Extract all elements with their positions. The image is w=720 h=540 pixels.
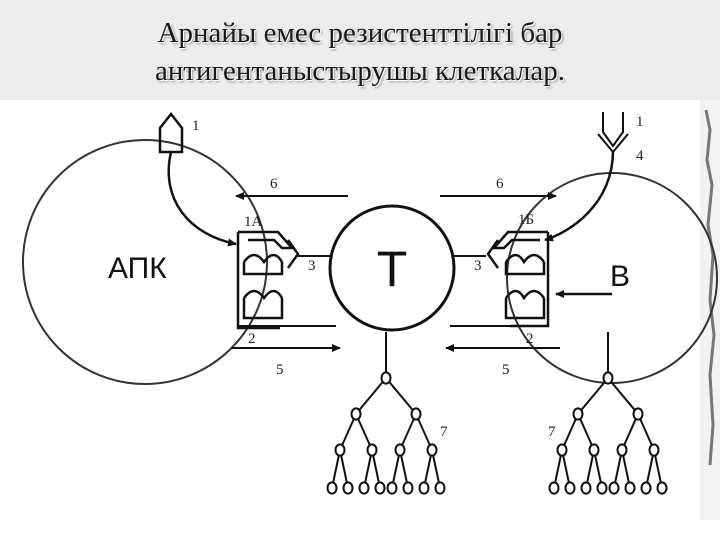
clone-cell-node bbox=[374, 481, 386, 495]
receptor-b-icon bbox=[486, 230, 550, 328]
clone-cell-node bbox=[426, 443, 438, 457]
clone-cell-node bbox=[410, 407, 422, 421]
label-clone-b: 7 bbox=[548, 424, 556, 440]
clone-branch bbox=[355, 413, 373, 451]
clone-branch bbox=[561, 413, 579, 451]
receptor-apc-icon bbox=[236, 230, 300, 330]
clone-branch bbox=[339, 413, 357, 451]
slide-title: Арнайы емес резистенттілігі бар антигент… bbox=[0, 14, 720, 90]
label-signal-2-right: 2 bbox=[526, 331, 534, 347]
clone-branch bbox=[577, 377, 609, 415]
label-antigen-b: 1 bbox=[636, 114, 644, 130]
clone-cell-node bbox=[648, 443, 660, 457]
clone-branch bbox=[399, 413, 417, 451]
label-antigen-apc: 1 bbox=[192, 118, 200, 134]
clone-branch bbox=[637, 413, 655, 451]
clone-cell-node bbox=[624, 481, 636, 495]
clone-cell-node bbox=[640, 481, 652, 495]
antigen-b-icon bbox=[544, 112, 629, 242]
antigen-apc-icon bbox=[158, 111, 237, 247]
clone-cell-node bbox=[608, 481, 620, 495]
clone-branch bbox=[385, 377, 417, 415]
label-signal-6-left: 6 bbox=[270, 176, 278, 192]
clone-cell-node bbox=[602, 371, 614, 385]
clone-cell-node bbox=[358, 481, 370, 495]
clone-cell-node bbox=[632, 407, 644, 421]
clone-cell-node bbox=[556, 443, 568, 457]
clone-cell-node bbox=[334, 443, 346, 457]
t-cell-label: Т bbox=[377, 241, 408, 297]
b-cell-clone-tree bbox=[548, 332, 668, 495]
clone-cell-node bbox=[386, 481, 398, 495]
clone-branch bbox=[355, 377, 387, 415]
clone-branch bbox=[577, 413, 595, 451]
label-signal-5-right: 5 bbox=[502, 362, 510, 378]
clone-cell-node bbox=[548, 481, 560, 495]
clone-cell-node bbox=[418, 481, 430, 495]
scan-edge-stroke bbox=[704, 109, 716, 466]
clone-cell-node bbox=[572, 407, 584, 421]
b-cell-label: В bbox=[610, 260, 630, 293]
clone-branch bbox=[621, 413, 639, 451]
clone-cell-node bbox=[580, 481, 592, 495]
clone-cell-node bbox=[380, 371, 392, 385]
clone-cell-node bbox=[588, 443, 600, 457]
clone-cell-node bbox=[564, 481, 576, 495]
label-receptor-apc: 1А bbox=[244, 214, 263, 230]
clone-cell-node bbox=[656, 481, 668, 495]
slide-title-line-2: антигентаныстырушы клеткалар. bbox=[154, 55, 566, 87]
clone-cell-node bbox=[326, 481, 338, 495]
label-signal-5-left: 5 bbox=[276, 362, 284, 378]
clone-cell-node bbox=[402, 481, 414, 495]
clone-cell-node bbox=[616, 443, 628, 457]
label-receptor-b: 1Б bbox=[518, 212, 534, 228]
title-band bbox=[0, 0, 720, 100]
apc-label: АПК bbox=[108, 252, 167, 285]
t-cell bbox=[328, 204, 456, 332]
label-signal-6-right: 6 bbox=[496, 176, 504, 192]
label-clone-t: 7 bbox=[440, 424, 448, 440]
clone-cell-node bbox=[596, 481, 608, 495]
clone-cell-node bbox=[342, 481, 354, 495]
clone-cell-node bbox=[434, 481, 446, 495]
label-signal-2-left: 2 bbox=[248, 331, 256, 347]
apc-cell bbox=[22, 139, 268, 385]
clone-cell-node bbox=[394, 443, 406, 457]
t-cell-clone-tree bbox=[326, 332, 446, 495]
clone-branch bbox=[607, 377, 639, 415]
slide-title-line-1: Арнайы емес резистенттілігі бар bbox=[157, 17, 563, 49]
clone-cell-node bbox=[350, 407, 362, 421]
clone-branch bbox=[415, 413, 433, 451]
label-signal-3-left: 3 bbox=[308, 258, 316, 274]
clone-cell-node bbox=[366, 443, 378, 457]
label-signal-3-right: 3 bbox=[474, 258, 482, 274]
label-antigen-b-4: 4 bbox=[636, 148, 644, 164]
